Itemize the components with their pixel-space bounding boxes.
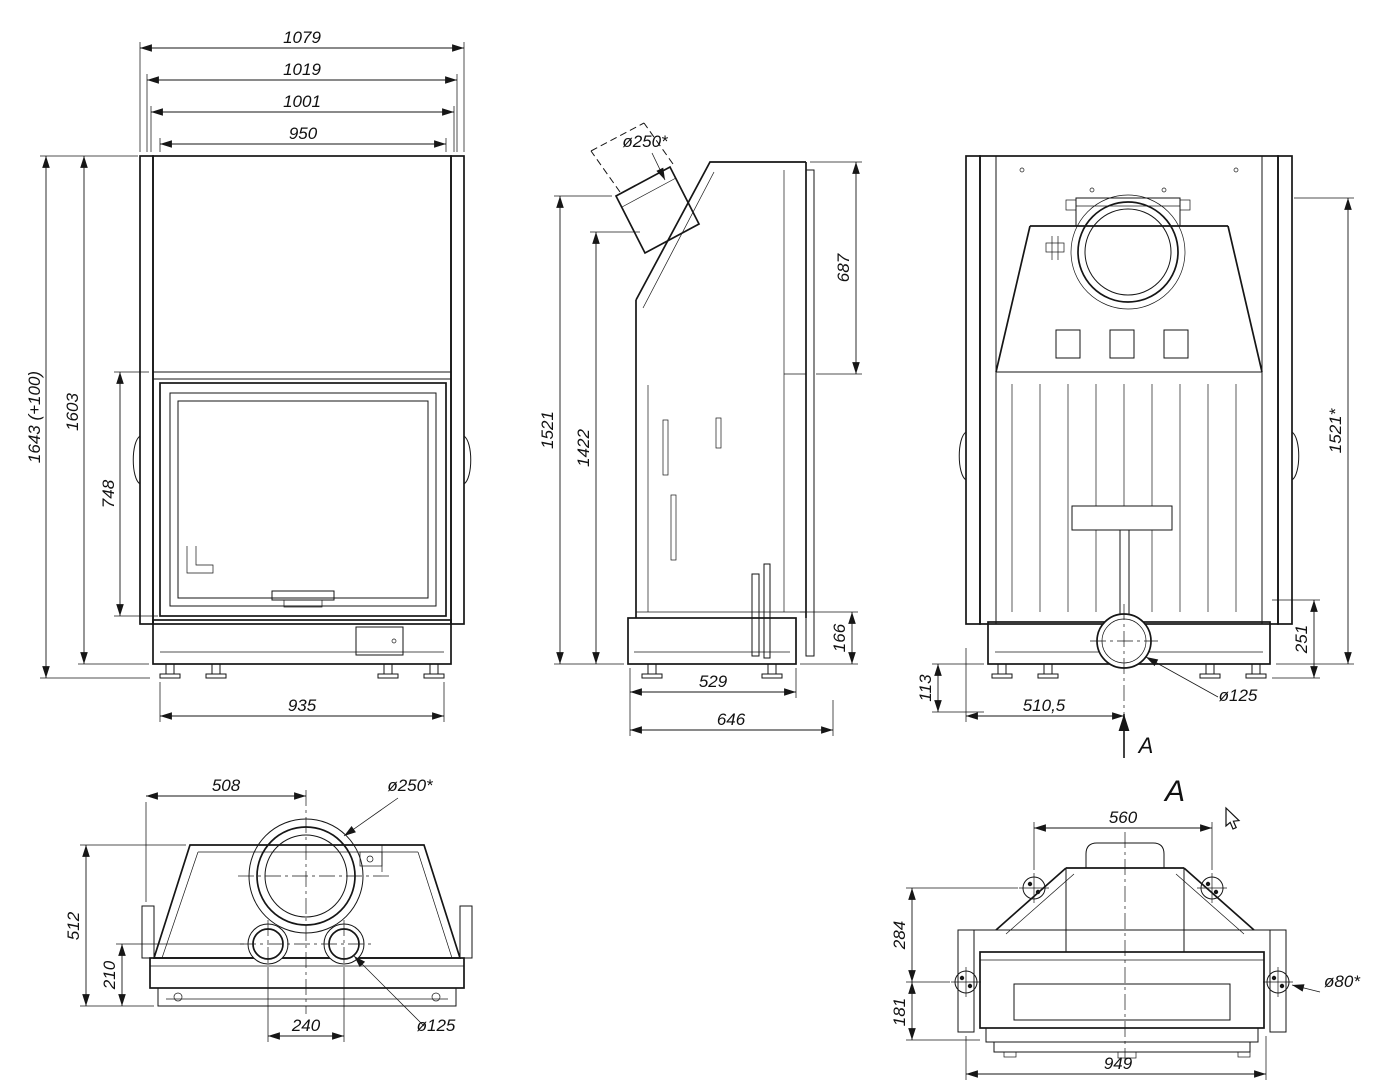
- dim-section-bolt: ø80*: [1324, 972, 1361, 991]
- dim-side-529: 529: [699, 672, 728, 691]
- dim-side-646: 646: [717, 710, 746, 729]
- section-firebox: [979, 951, 1265, 1029]
- side-base: [627, 617, 797, 665]
- back-left-handle: [958, 431, 967, 481]
- mouse-cursor: [1225, 806, 1241, 830]
- dim-top-outlet: ø125: [417, 1016, 456, 1035]
- top-front-band: [149, 957, 465, 989]
- dim-section-949: 949: [1104, 1054, 1133, 1073]
- back-view: 1521* 251 113 510,5 ø125 A: [916, 155, 1354, 758]
- front-base-door: [355, 626, 404, 656]
- top-view: 508 ø250* 512 210 240 ø125: [64, 776, 473, 1042]
- dim-top-508: 508: [212, 776, 241, 795]
- dim-section-181: 181: [890, 998, 909, 1026]
- back-vent-3: [1163, 329, 1189, 359]
- dim-front-1019: 1019: [283, 60, 321, 79]
- top-hood: [152, 844, 462, 959]
- back-right-handle: [1291, 431, 1300, 481]
- dim-back-251: 251: [1292, 625, 1311, 654]
- front-left-handle: [132, 435, 141, 485]
- back-vent-2: [1109, 329, 1135, 359]
- dim-back-113: 113: [916, 674, 935, 702]
- back-flue-collar: [1077, 201, 1179, 303]
- dim-top-210: 210: [100, 960, 119, 990]
- front-right-handle: [463, 435, 472, 485]
- dim-front-748: 748: [99, 479, 118, 508]
- dim-top-240: 240: [291, 1016, 321, 1035]
- section-view: A 560 284: [890, 775, 1361, 1080]
- front-left-frame: [139, 155, 154, 625]
- dim-back-510: 510,5: [1023, 696, 1066, 715]
- front-view: 1079 1019 1001 950 1643 (+100) 1603 748 …: [25, 28, 472, 722]
- dim-side-flue: ø250*: [622, 132, 669, 151]
- back-junction-box: [1071, 505, 1173, 531]
- dim-front-1001: 1001: [283, 92, 321, 111]
- section-cut-label: A: [1137, 733, 1154, 758]
- dim-front-1079: 1079: [283, 28, 321, 47]
- dim-front-1643: 1643 (+100): [25, 371, 44, 463]
- front-right-frame: [450, 155, 465, 625]
- front-door-frame: [159, 382, 447, 617]
- dim-section-560: 560: [1109, 808, 1138, 827]
- dim-side-687: 687: [834, 253, 853, 282]
- back-left-frame: [965, 155, 981, 625]
- dim-top-512: 512: [64, 911, 83, 940]
- side-back-panel: [805, 169, 815, 657]
- dim-front-935: 935: [288, 696, 317, 715]
- dim-top-flue: ø250*: [387, 776, 434, 795]
- side-flue-stub: [614, 165, 701, 255]
- dim-section-284: 284: [890, 921, 909, 950]
- dim-front-950: 950: [289, 124, 318, 143]
- dim-back-outlet: ø125: [1219, 686, 1258, 705]
- dim-side-1521: 1521: [538, 411, 557, 449]
- section-title: A: [1163, 775, 1185, 808]
- back-right-frame: [1277, 155, 1293, 625]
- dim-side-1422: 1422: [574, 429, 593, 467]
- front-base: [152, 619, 452, 665]
- front-body: [152, 155, 452, 625]
- front-glass: [177, 400, 429, 599]
- dim-side-166: 166: [830, 623, 849, 652]
- dim-front-1603: 1603: [63, 393, 82, 431]
- side-view: ø250* 687 1521 1422 166 529 646: [538, 122, 862, 736]
- back-vent-1: [1055, 329, 1081, 359]
- dim-back-1521: 1521*: [1326, 407, 1345, 453]
